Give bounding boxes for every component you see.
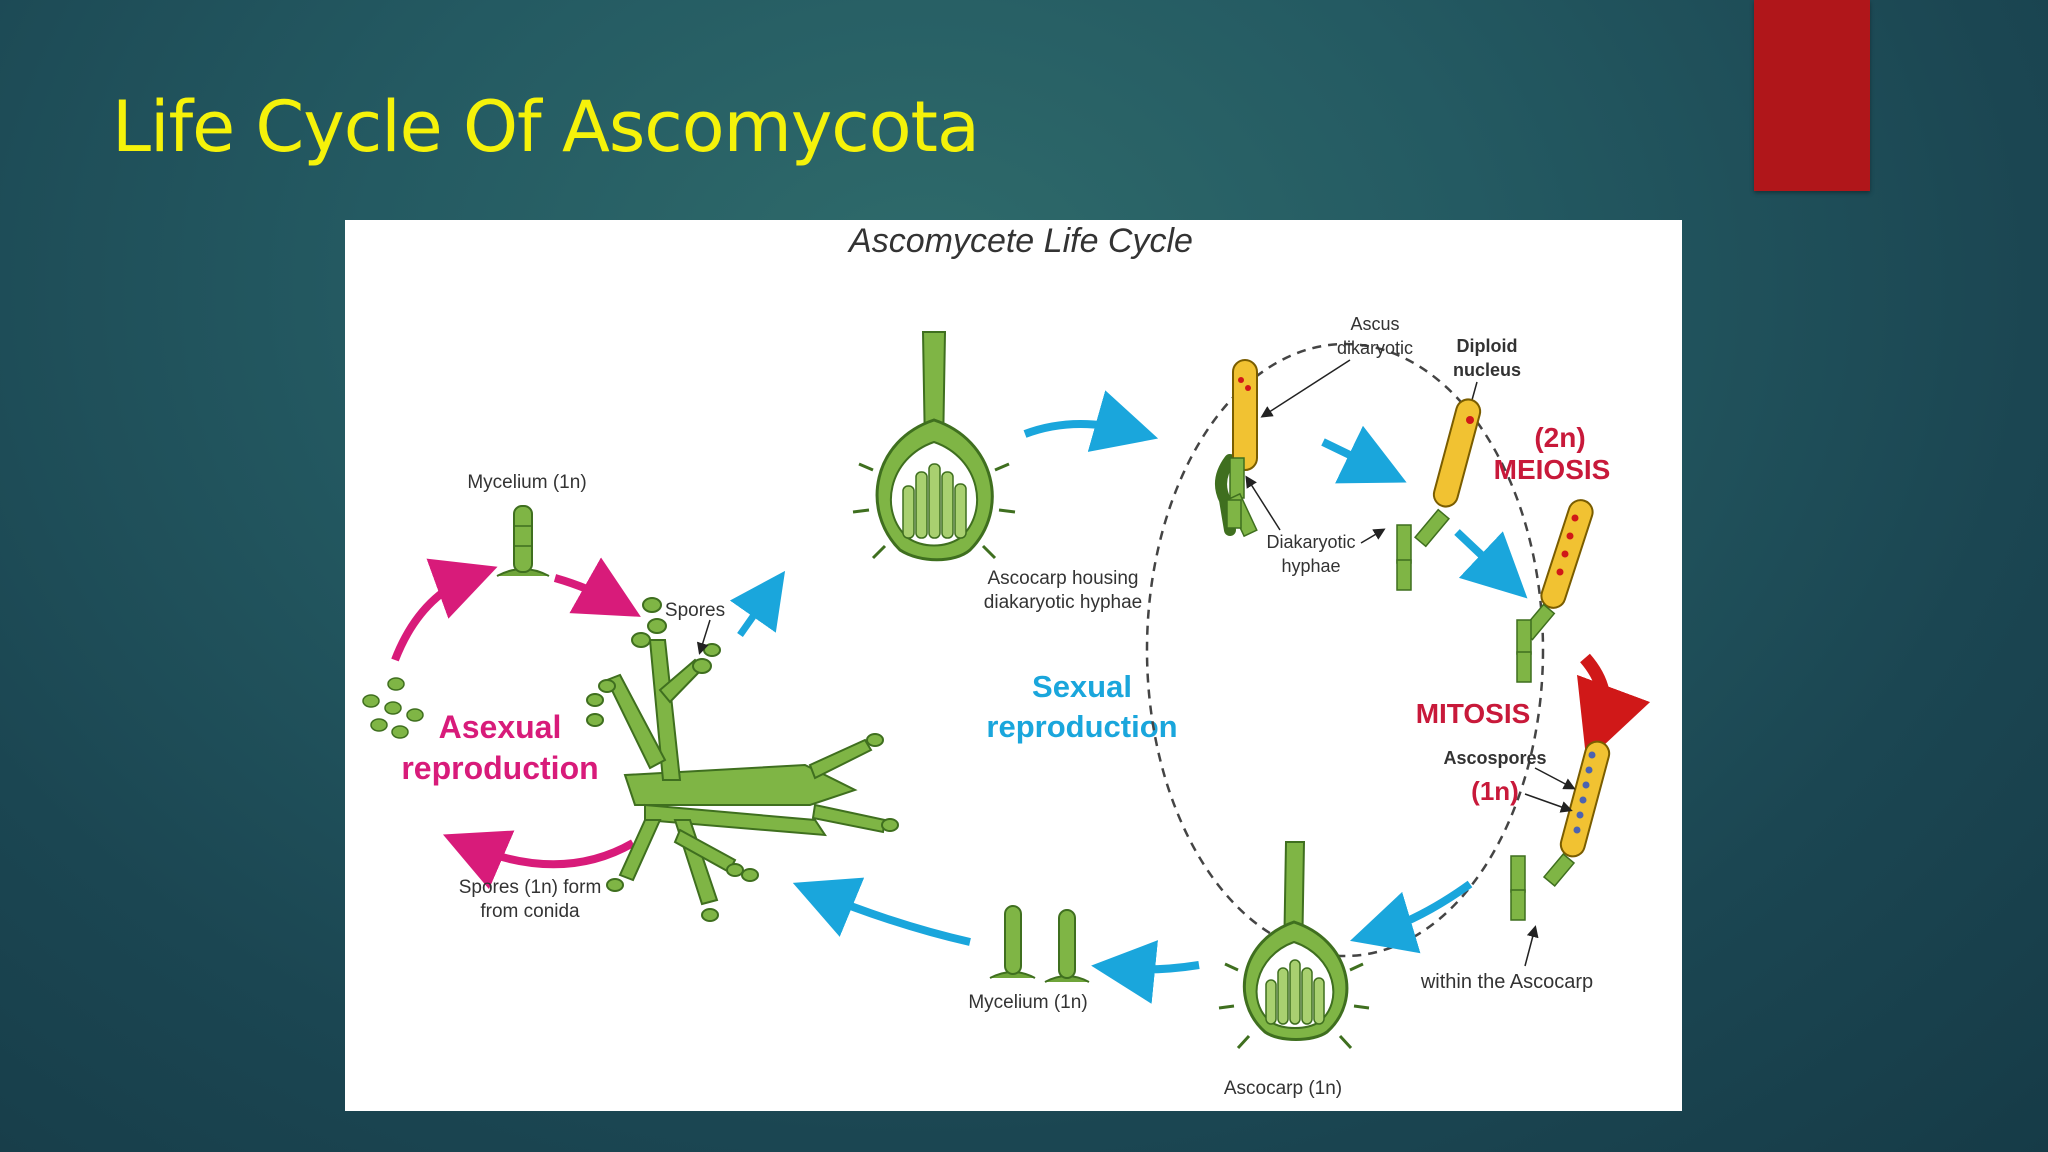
diagram-title: Ascomycete Life Cycle xyxy=(847,222,1193,260)
ascus-meiosis-icon xyxy=(1516,499,1594,683)
label-diploid-2: nucleus xyxy=(1453,360,1521,380)
label-diakaryotic-2: hyphae xyxy=(1281,556,1340,576)
cyan-arrow-top xyxy=(1023,390,1159,452)
cyan-arrow-to-ascocarp-bottom xyxy=(1350,880,1473,954)
life-cycle-diagram: Ascomycete Life Cycle Mycelium (1n) xyxy=(362,222,1651,1099)
magenta-arrow-up xyxy=(391,558,498,662)
label-mycelium-bottom: Mycelium (1n) xyxy=(968,992,1087,1013)
cyan-arrow-ascus-1 xyxy=(1321,425,1407,484)
asexual-cycle: Mycelium (1n) Asexual reproduction Spore… xyxy=(362,472,899,922)
label-meiosis: MEIOSIS xyxy=(1494,454,1611,485)
label-asexual-1: Asexual xyxy=(439,709,562,745)
label-spores-form-1: Spores (1n) form xyxy=(459,877,602,898)
ascospores-pointer-1 xyxy=(1534,767,1576,790)
label-spores: Spores xyxy=(665,600,725,621)
magenta-arrow-left xyxy=(442,830,635,890)
cyan-arrow-to-mycelium-bottom xyxy=(1091,940,1200,1004)
ascocarp-bottom-icon xyxy=(1218,841,1370,1050)
label-ascocarp-housing-1: Ascocarp housing xyxy=(987,568,1138,589)
red-mitosis-arrow xyxy=(1576,653,1651,762)
label-ascocarp-housing-2: diakaryotic hyphae xyxy=(984,592,1142,613)
label-within-ascocarp: within the Ascocarp xyxy=(1420,971,1593,993)
ascospores-icon xyxy=(1510,740,1611,921)
label-ascospores: Ascospores xyxy=(1443,748,1546,768)
cyan-arrow-ascus-2 xyxy=(1454,529,1528,599)
mycelium-bottom-icon xyxy=(989,905,1090,983)
label-ascus-1: Ascus xyxy=(1350,314,1399,334)
ascospores-pointer-2 xyxy=(1524,793,1573,813)
label-diploid-1: Diploid xyxy=(1457,336,1518,356)
label-spores-form-2: from conida xyxy=(480,901,580,922)
ascus-dikaryotic-icon xyxy=(1215,359,1258,538)
label-ascus-2: dikaryotic xyxy=(1337,338,1413,358)
ascocarp-boundary xyxy=(1145,342,1545,958)
accent-block xyxy=(1754,0,1870,191)
label-mycelium-top: Mycelium (1n) xyxy=(467,472,586,493)
label-one-n: (1n) xyxy=(1471,776,1519,806)
label-sexual-1: Sexual xyxy=(1032,669,1132,704)
mycelium-top-icon xyxy=(496,505,550,577)
slide-title: Life Cycle Of Ascomycota xyxy=(112,86,980,168)
ascus-diploid-icon xyxy=(1396,398,1482,591)
spores-pointer xyxy=(696,619,711,655)
diagram-panel: Ascomycete Life Cycle Mycelium (1n) xyxy=(345,220,1682,1111)
ascocarp-top-icon xyxy=(852,331,1016,562)
branching-mycelium-icon xyxy=(586,597,899,922)
ascus-pointer xyxy=(1260,359,1351,418)
label-mitosis: MITOSIS xyxy=(1416,698,1531,729)
label-two-n: (2n) xyxy=(1534,422,1585,453)
loose-spores-icon xyxy=(362,677,424,739)
diakaryotic-pointer-1 xyxy=(1245,475,1281,531)
label-ascocarp-bottom: Ascocarp (1n) xyxy=(1224,1078,1342,1099)
within-pointer xyxy=(1524,925,1539,967)
cyan-arrow-to-ascocarp xyxy=(729,570,786,638)
diakaryotic-pointer-2 xyxy=(1360,528,1386,544)
magenta-arrow-right xyxy=(553,557,641,617)
label-diakaryotic-1: Diakaryotic xyxy=(1266,532,1355,552)
label-sexual-2: reproduction xyxy=(986,709,1177,744)
cyan-arrow-to-branching-mycelium xyxy=(792,877,971,946)
label-asexual-2: reproduction xyxy=(401,750,598,786)
